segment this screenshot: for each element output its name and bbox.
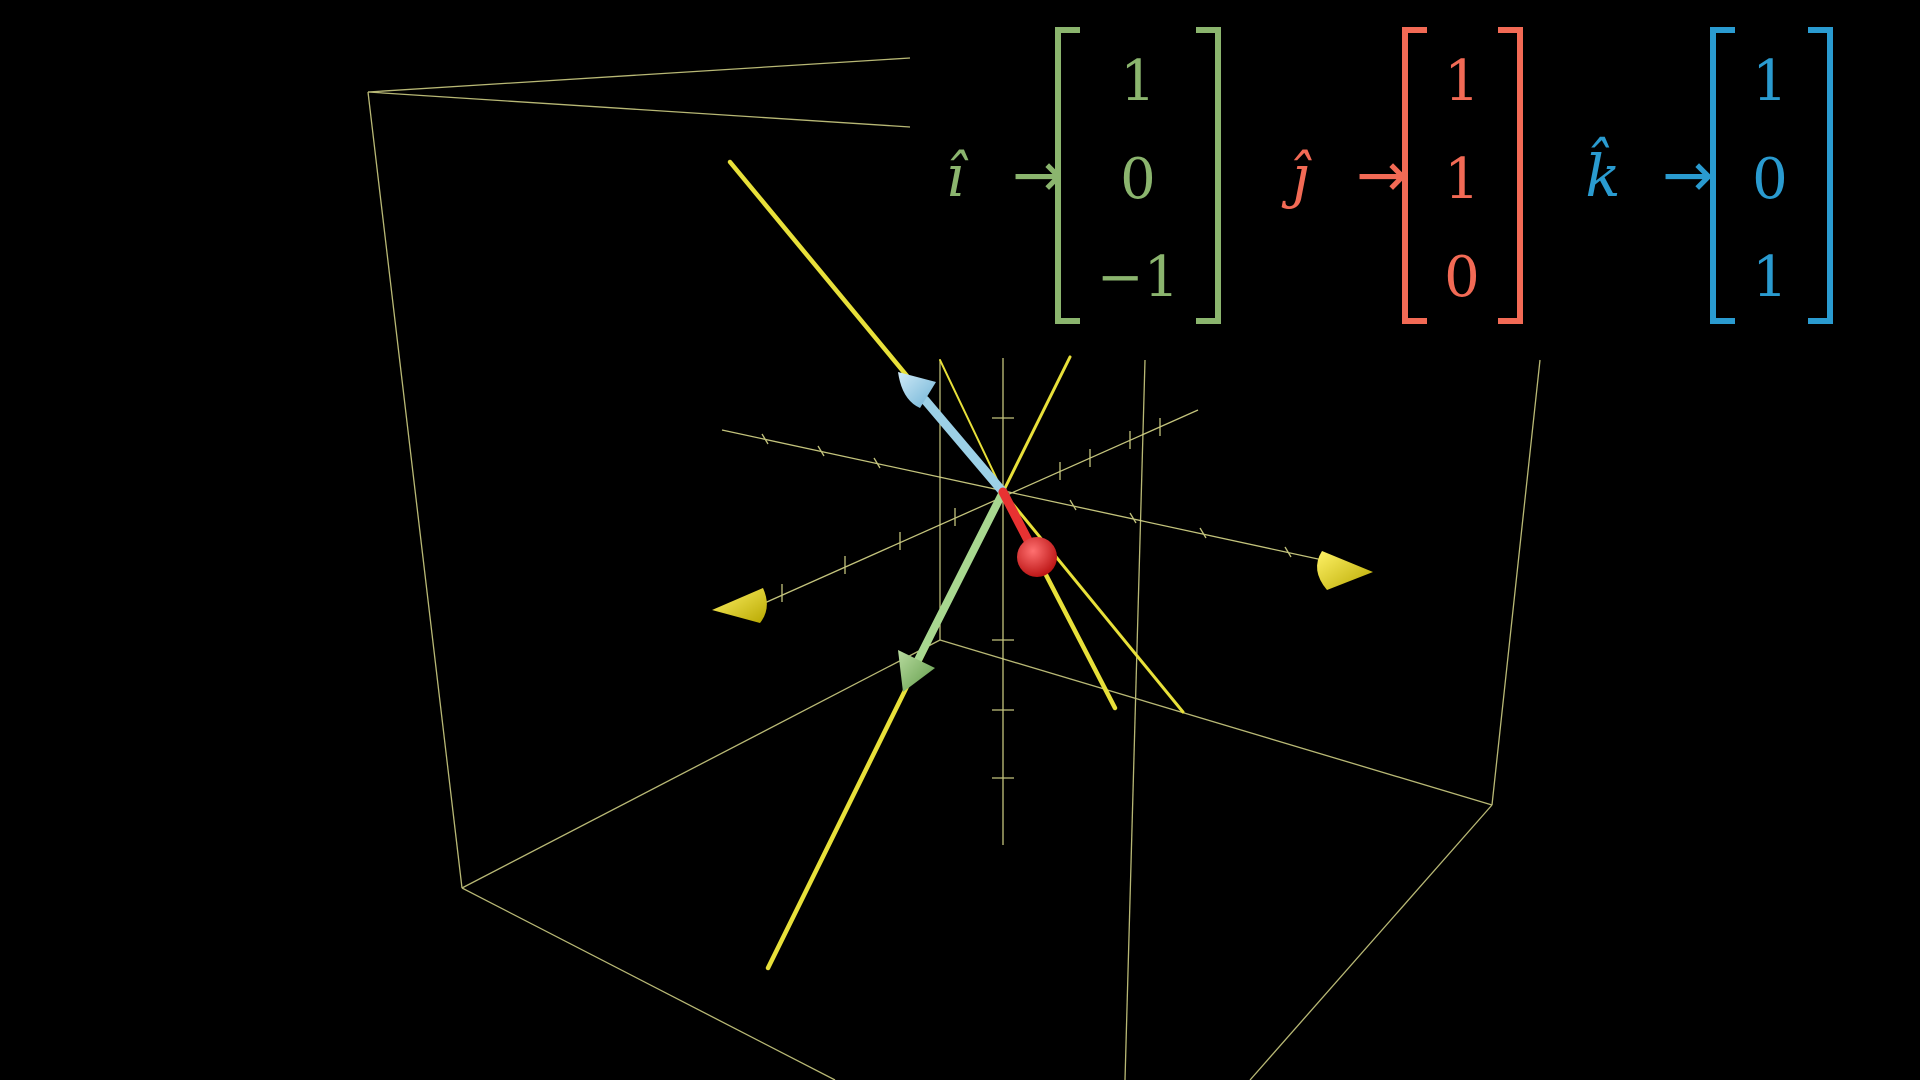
basis-vectors (898, 372, 1057, 692)
i-hat-vector-shaft (914, 488, 1007, 664)
k-hat-component-3: 1 (1752, 245, 1788, 310)
i-hat-right-bracket (1196, 27, 1221, 324)
coordinate-axes (721, 358, 1356, 845)
y-axis-arrowhead-icon (712, 588, 767, 623)
j-hat-component-2: 1 (1444, 147, 1480, 212)
k-hat-left-bracket (1710, 27, 1735, 324)
j-hat-arrowhead-icon (1017, 537, 1057, 577)
i-hat-component-1: 1 (1120, 49, 1156, 114)
j-hat-vector-shaft (998, 487, 1037, 553)
k-hat-right-bracket (1808, 27, 1833, 324)
j-hat-formula: ĵ → 1 1 0 (1281, 27, 1523, 324)
j-hat-arrow-icon: → (1356, 138, 1408, 211)
j-hat-component-1: 1 (1444, 49, 1480, 114)
i-hat-left-bracket (1055, 27, 1080, 324)
j-hat-component-3: 0 (1444, 245, 1480, 310)
i-hat-component-2: 0 (1120, 147, 1156, 212)
k-hat-component-1: 1 (1752, 49, 1788, 114)
j-hat-right-bracket (1498, 27, 1523, 324)
i-hat-symbol: î (946, 142, 969, 210)
k-hat-symbol: k̂ (1585, 136, 1620, 210)
i-hat-arrowhead-icon (898, 650, 935, 692)
k-hat-component-2: 0 (1752, 147, 1788, 212)
axis-arrowheads (712, 551, 1373, 623)
j-hat-symbol: ĵ (1281, 142, 1312, 210)
i-hat-component-3: −1 (1097, 245, 1180, 310)
k-hat-formula: k̂ → 1 0 1 (1585, 27, 1833, 324)
x-axis-line (721, 429, 1356, 568)
j-hat-left-bracket (1402, 27, 1427, 324)
k-hat-vector-shaft (920, 395, 1008, 497)
k-hat-arrow-icon: → (1662, 138, 1714, 211)
bounding-cube (367, 57, 1541, 1080)
k-hat-arrowhead-icon (898, 372, 936, 408)
y-axis-line (759, 409, 1199, 606)
x-axis-arrowhead-icon (1317, 551, 1373, 590)
i-hat-formula: î→10−1 (946, 27, 1221, 324)
